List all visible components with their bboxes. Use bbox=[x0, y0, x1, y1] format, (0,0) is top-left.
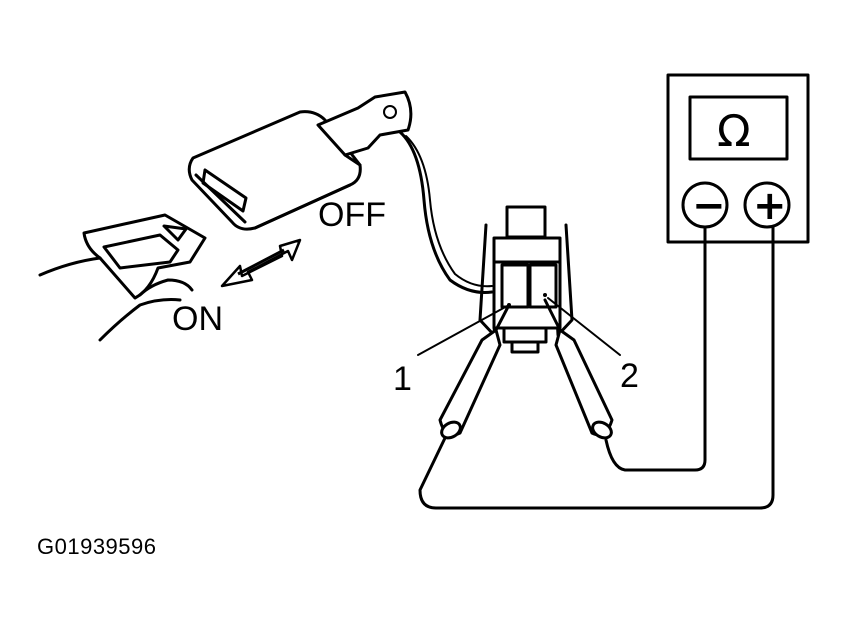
probe-left bbox=[438, 303, 511, 440]
ohmmeter bbox=[666, 73, 810, 244]
terminal-1-leader bbox=[417, 304, 510, 356]
figure-code: G01939596 bbox=[37, 534, 157, 559]
off-label: OFF bbox=[318, 196, 386, 234]
plus-symbol: + bbox=[753, 183, 787, 229]
minus-symbol: − bbox=[692, 183, 726, 229]
seat-belt-buckle bbox=[187, 90, 413, 231]
positive-terminal bbox=[743, 181, 791, 229]
negative-lead bbox=[604, 225, 707, 472]
belt-tongue-plate bbox=[38, 213, 207, 342]
probe-right bbox=[543, 298, 614, 440]
terminal-2-leader bbox=[547, 297, 621, 356]
on-off-double-arrow bbox=[220, 238, 302, 288]
on-label: ON bbox=[172, 300, 223, 338]
terminal-1-label: 1 bbox=[393, 360, 412, 398]
buckle-wire-inner bbox=[405, 135, 493, 288]
ohm-symbol: Ω bbox=[717, 106, 751, 157]
buckle-wire bbox=[398, 130, 494, 294]
terminal-2-label: 2 bbox=[620, 357, 639, 395]
positive-lead bbox=[418, 225, 775, 510]
